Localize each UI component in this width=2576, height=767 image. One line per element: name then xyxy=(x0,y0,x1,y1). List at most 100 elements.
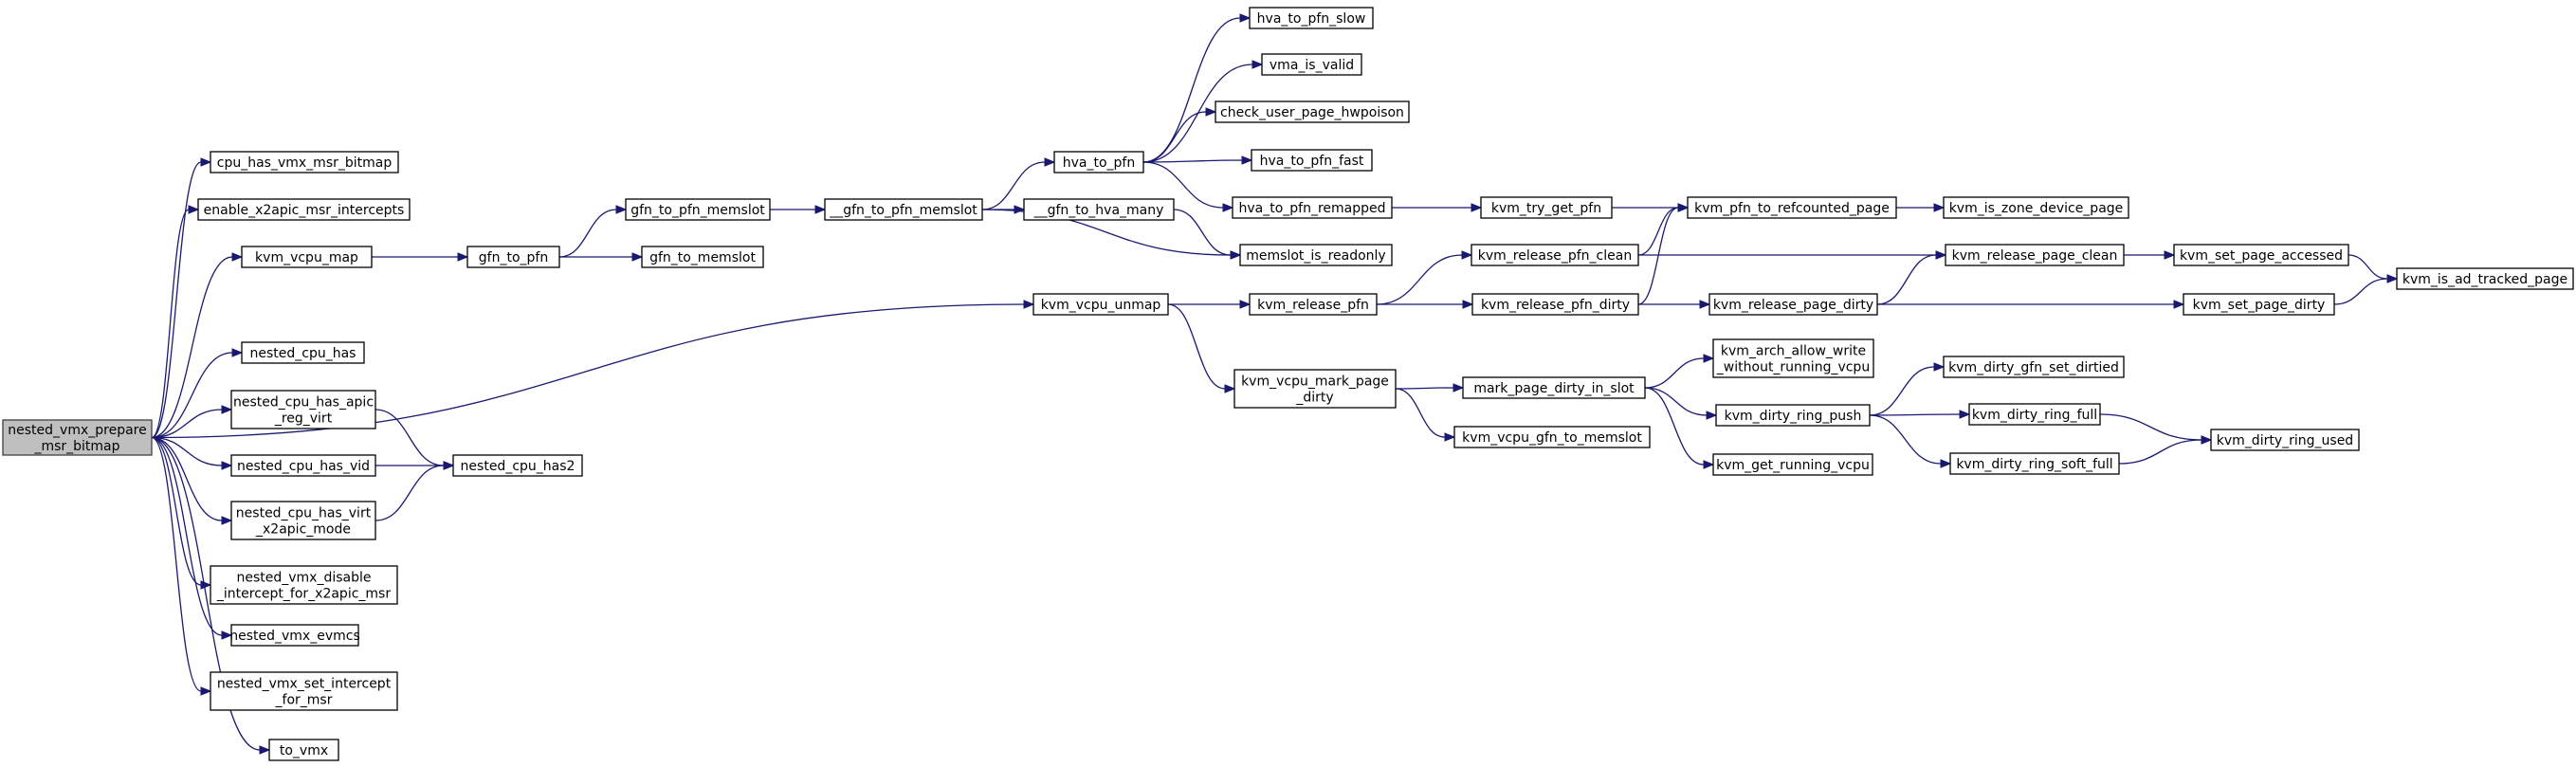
node-kvm-pfn-to-refcounted-page[interactable]: kvm_pfn_to_refcounted_page xyxy=(1687,196,1897,219)
edge-line xyxy=(151,409,223,439)
edge-line xyxy=(375,409,445,466)
node-box xyxy=(1453,426,1651,448)
edge-nested-vmx-prepare-msr-bitmap-to-nested-vmx-evmcs xyxy=(151,436,233,640)
edge-line xyxy=(1644,387,1708,416)
node-box xyxy=(241,341,365,364)
node-gfn-to-pfn-memslot[interactable]: __gfn_to_pfn_memslot xyxy=(824,198,983,221)
edge-line xyxy=(981,161,1046,210)
node-label: _msr_bitmap xyxy=(33,439,119,454)
edge-line xyxy=(1173,209,1232,256)
node-gfn-to-pfn[interactable]: gfn_to_pfn xyxy=(466,246,560,268)
node-kvm-release-page-clean[interactable]: kvm_release_page_clean xyxy=(1945,244,2125,266)
edge-arrowhead xyxy=(631,252,644,262)
node-box xyxy=(1249,7,1374,29)
node-nested-vmx-set-intercept-for-msr[interactable]: nested_vmx_set_intercept_for_msr xyxy=(210,671,398,711)
node-nested-cpu-has-apic-reg-virt[interactable]: nested_cpu_has_apic_reg_virt xyxy=(230,390,376,429)
node-nested-cpu-has-vid[interactable]: nested_cpu_has_vid xyxy=(230,454,376,477)
edge-arrowhead xyxy=(1044,157,1056,167)
node-check-user-page-hwpoison[interactable]: check_user_page_hwpoison xyxy=(1215,100,1410,123)
edge-line xyxy=(1644,357,1705,389)
node-kvm-try-get-pfn[interactable]: kvm_try_get_pfn xyxy=(1480,196,1613,219)
node-nested-cpu-has-virt-x2apic-mode[interactable]: nested_cpu_has_virt_x2apic_mode xyxy=(230,501,376,540)
node-hva-to-pfn[interactable]: hva_to_pfn xyxy=(1053,151,1144,173)
edge-line xyxy=(1644,387,1705,466)
edge-line xyxy=(1869,414,1942,465)
edge-hva-to-pfn-to-hva-to-pfn-slow xyxy=(1142,13,1251,163)
node-label: nested_cpu_has_virt xyxy=(236,506,372,521)
edge-arrowhead xyxy=(1251,60,1264,69)
edge-nested-cpu-has-virt-x2apic-mode-to-nested-cpu-has2 xyxy=(375,461,455,521)
edge-line xyxy=(151,436,223,521)
edge-nested-vmx-prepare-msr-bitmap-to-kvm-vcpu-unmap xyxy=(151,300,1035,439)
node-kvm-vcpu-unmap[interactable]: kvm_vcpu_unmap xyxy=(1032,293,1169,316)
node-box xyxy=(1708,293,1878,316)
node-label: kvm_set_page_dirty xyxy=(2193,298,2326,313)
node-kvm-is-ad-tracked-page[interactable]: kvm_is_ad_tracked_page xyxy=(2396,267,2574,290)
node-kvm-dirty-ring-soft-full[interactable]: kvm_dirty_ring_soft_full xyxy=(1949,452,2120,475)
node-kvm-release-pfn-dirty[interactable]: kvm_release_pfn_dirty xyxy=(1471,293,1639,316)
edge-nested-vmx-prepare-msr-bitmap-to-nested-vmx-set-intercept-for-msr xyxy=(151,436,212,696)
edge-mark-page-dirty-in-slot-to-kvm-arch-allow-write-without-running-vcpu xyxy=(1644,354,1715,389)
node-mark-page-dirty-in-slot[interactable]: mark_page_dirty_in_slot xyxy=(1462,376,1646,399)
edge-arrowhead xyxy=(443,461,455,470)
node-label: mark_page_dirty_in_slot xyxy=(1473,381,1635,396)
edge-kvm-dirty-ring-push-to-kvm-dirty-ring-soft-full xyxy=(1869,414,1952,468)
edge-arrowhead xyxy=(457,252,469,262)
node-hva-to-pfn-remapped[interactable]: hva_to_pfn_remapped xyxy=(1232,196,1393,219)
node-kvm-set-page-accessed[interactable]: kvm_set_page_accessed xyxy=(2173,244,2349,266)
node-cpu-has-vmx-msr-bitmap[interactable]: cpu_has_vmx_msr_bitmap xyxy=(210,151,399,173)
edge-kvm-vcpu-map-to-gfn-to-pfn xyxy=(371,252,469,262)
node-vma-is-valid[interactable]: vma_is_valid xyxy=(1261,53,1362,76)
node-to-vmx[interactable]: to_vmx xyxy=(268,739,339,761)
node-hva-to-pfn-fast[interactable]: hva_to_pfn_fast xyxy=(1251,149,1373,172)
node-hva-to-pfn-slow[interactable]: hva_to_pfn_slow xyxy=(1249,7,1374,29)
edge-nested-vmx-prepare-msr-bitmap-to-nested-cpu-has-apic-reg-virt xyxy=(151,405,233,439)
edge-arrowhead xyxy=(1452,383,1465,393)
edge-arrowhead xyxy=(1677,203,1690,212)
node-label: hva_to_pfn_slow xyxy=(1257,11,1366,27)
node-kvm-vcpu-map[interactable]: kvm_vcpu_map xyxy=(241,246,373,268)
node-kvm-vcpu-gfn-to-memslot[interactable]: kvm_vcpu_gfn_to_memslot xyxy=(1453,426,1651,448)
node-kvm-release-pfn-clean[interactable]: kvm_release_pfn_clean xyxy=(1471,244,1639,266)
node-kvm-release-pfn[interactable]: kvm_release_pfn xyxy=(1249,293,1378,316)
node-nested-cpu-has2[interactable]: nested_cpu_has2 xyxy=(452,454,583,477)
node-kvm-dirty-gfn-set-dirtied[interactable]: kvm_dirty_gfn_set_dirtied xyxy=(1943,356,2125,378)
edge-kvm-release-pfn-dirty-to-kvm-release-page-dirty xyxy=(1638,300,1711,309)
node-box xyxy=(625,198,771,221)
edge-line xyxy=(2348,254,2388,280)
node-kvm-is-zone-device-page[interactable]: kvm_is_zone_device_page xyxy=(1943,196,2129,219)
node-nested-vmx-evmcs[interactable]: nested_vmx_evmcs xyxy=(229,624,360,647)
node-kvm-dirty-ring-used[interactable]: kvm_dirty_ring_used xyxy=(2210,429,2360,451)
node-box xyxy=(466,246,560,268)
node-box xyxy=(1053,151,1144,173)
node-kvm-get-running-vcpu[interactable]: kvm_get_running_vcpu xyxy=(1712,453,1873,476)
node-gfn-to-hva-many[interactable]: __gfn_to_hva_many xyxy=(1023,198,1175,221)
node-gfn-to-pfn-memslot[interactable]: gfn_to_pfn_memslot xyxy=(625,198,771,221)
node-kvm-arch-allow-write-without-running-vcpu[interactable]: kvm_arch_allow_write_without_running_vcp… xyxy=(1712,338,1874,378)
node-label: hva_to_pfn_fast xyxy=(1260,154,1364,169)
node-nested-vmx-disable-intercept-for-x2apic-msr[interactable]: nested_vmx_disable_intercept_for_x2apic_… xyxy=(210,565,398,605)
node-kvm-release-page-dirty[interactable]: kvm_release_page_dirty xyxy=(1708,293,1878,316)
edge-nested-vmx-prepare-msr-bitmap-to-nested-cpu-has-virt-x2apic-mode xyxy=(151,436,233,525)
edge-arrowhead xyxy=(1023,300,1035,309)
edge-line xyxy=(1142,17,1241,163)
node-label: kvm_vcpu_map xyxy=(255,250,358,265)
edge-kvm-pfn-to-refcounted-page-to-kvm-is-zone-device-page xyxy=(1895,203,1946,212)
node-gfn-to-memslot[interactable]: gfn_to_memslot xyxy=(641,246,764,268)
edge-nested-vmx-prepare-msr-bitmap-to-enable-x2apic-msr-intercepts xyxy=(151,205,200,439)
node-kvm-dirty-ring-full[interactable]: kvm_dirty_ring_full xyxy=(1968,403,2101,426)
node-kvm-dirty-ring-push[interactable]: kvm_dirty_ring_push xyxy=(1715,404,1871,427)
node-kvm-vcpu-mark-page-dirty[interactable]: kvm_vcpu_mark_page_dirty xyxy=(1233,369,1397,409)
node-box xyxy=(1232,196,1393,219)
node-enable-x2apic-msr-intercepts[interactable]: enable_x2apic_msr_intercepts xyxy=(197,198,411,221)
node-nested-vmx-prepare-msr-bitmap[interactable]: nested_vmx_prepare_msr_bitmap xyxy=(2,419,153,456)
node-box xyxy=(452,454,583,477)
edge-arrowhead xyxy=(1940,459,1952,468)
node-memslot-is-readonly[interactable]: memslot_is_readonly xyxy=(1239,244,1393,266)
node-kvm-set-page-dirty[interactable]: kvm_set_page_dirty xyxy=(2183,293,2335,316)
node-label: kvm_release_pfn xyxy=(1257,298,1369,313)
edge-arrowhead xyxy=(1933,203,1946,212)
call-graph-nodes: nested_vmx_prepare_msr_bitmap cpu_has_vmx… xyxy=(2,7,2574,761)
node-nested-cpu-has[interactable]: nested_cpu_has xyxy=(241,341,365,364)
edge-arrowhead xyxy=(1230,250,1242,260)
